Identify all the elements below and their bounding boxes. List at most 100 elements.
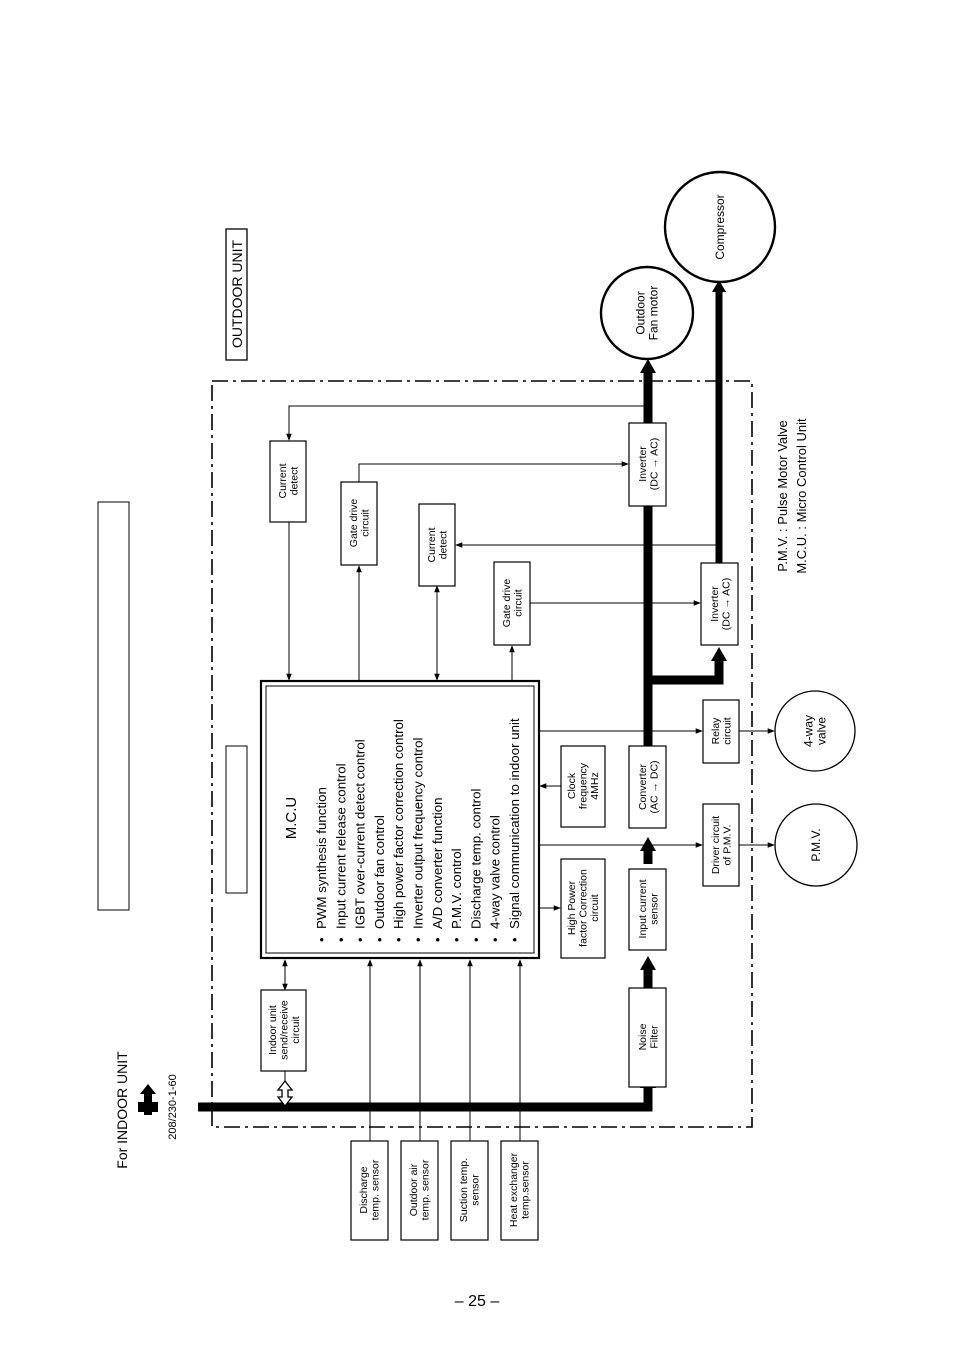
block-clock-line-2: 4MHz [589,772,601,799]
mcu-function-item: 4-way valve control [488,815,503,929]
sensor-0-line-1: temp. sensor [369,1159,381,1220]
mcu-box-outer [259,679,541,960]
mcu-bullet: • [411,937,426,942]
block-driver_pmv-line-0: Driver circuit [710,816,722,874]
mcu-function-item: Inverter output frequency control [411,738,426,929]
block-hpfc-line-1: factor Correction [578,869,590,947]
sensor-suction: Suction temp.sensor [450,1140,489,1241]
mcu-bullet: • [372,937,387,942]
device-four_way-line-0: 4-way [802,715,816,747]
main-power-line [198,290,724,1112]
block-current_detect_top-line-0: Current [277,463,289,498]
block-gate_drive_mid-line-1: circuit [512,589,524,617]
block-converter-line-1: (AC → DC) [648,760,660,813]
block-inverter_top-line-0: Inverter [637,446,649,482]
compressor: Compressor [663,170,777,284]
mcu-bullet: • [507,937,522,942]
signal-lines [282,405,775,1141]
blank-bar-short [225,745,248,894]
block-current_detect_mid-line-0: Current [426,527,438,562]
mcu-function-list: • PWM synthesis function • Input current re… [314,718,522,942]
block-indoor_send-line-0: Indoor unit [267,1005,279,1055]
sensor-1-line-1: temp. sensor [419,1159,431,1220]
mcu-bullet: • [430,937,445,942]
mcu-function-item: Outdoor fan control [372,815,387,929]
sensor-2-line-1: sensor [469,1174,481,1206]
sensor-0-line-0: Discharge [358,1166,370,1213]
mcu-bullet: • [314,937,329,942]
for-indoor-unit-label: For INDOOR UNIT [114,1051,130,1169]
device-compressor-line-0: Compressor [713,194,727,259]
mcu-bullet: • [449,937,464,942]
mcu-function-item: P.M.V. control [449,848,464,929]
block-converter: Converter(AC → DC) [628,745,667,829]
block-inverter-mid: Inverter(DC → AC) [700,562,739,646]
sensor-2-line-0: Suction temp. [458,1158,470,1222]
block-relay-line-1: circuit [721,717,733,745]
mcu-function-item: Discharge temp. control [468,789,483,929]
block-gate_drive_top-line-1: circuit [359,509,371,537]
mcu-bullet: • [333,937,348,942]
legend-pmv: P.M.V. : Pulse Motor Valve [775,420,790,572]
mcu-function-item: High power factor correction control [391,719,406,929]
block-clock-line-1: frequency [578,762,590,809]
mcu-bullet: • [353,937,368,942]
block-input_current-line-0: Input current [637,879,649,938]
outdoor-unit-boundary [211,380,753,1128]
block-indoor_send-line-1: send/receive [279,1000,291,1060]
block-current_detect_mid-line-1: detect [437,531,449,560]
send-receive-double-arrow [276,1079,294,1108]
block-relay-line-0: Relay [710,717,722,745]
block-hpfc-line-0: High Power [566,880,578,935]
outdoor-unit-label: OUTDOOR UNIT [229,240,245,349]
block-noise_filter-line-0: Noise [637,1023,649,1050]
blank-bar-long [97,501,130,911]
mcu-function-item: A/D converter function [430,797,445,929]
block-inverter_top-line-1: (DC → AC) [648,438,660,491]
mcu-function-item: PWM synthesis function [314,787,329,929]
block-driver_pmv-line-1: of P.M.V. [721,825,733,866]
legend-mcu: M.C.U. : Micro Control Unit [794,418,809,574]
block-current_detect_top-line-1: detect [288,467,300,496]
mcu-function-item: IGBT over-current detect control [353,739,368,929]
block-inverter_mid-line-0: Inverter [709,586,721,622]
mcu-bullet: • [488,937,503,942]
block-gate_drive_mid-line-0: Gate drive [501,579,513,628]
sensor-3-line-1: temp.sensor [519,1161,531,1219]
mcu-box-inner [265,685,535,954]
block-hpfc-line-2: circuit [589,894,601,922]
block-noise_filter-line-1: Filter [648,1025,660,1049]
page-number: – 25 – [454,1293,500,1310]
outdoor-unit-label-box [225,228,248,361]
doc-code: 208/230-1-60 [167,1074,179,1139]
block-clock-line-0: Clock [566,772,578,799]
block-gate_drive_top-line-0: Gate drive [348,499,360,548]
device-four_way-line-1: valve [815,717,829,745]
sensor-3-line-0: Heat exchanger [508,1152,520,1227]
device-fan_motor-line-0: Outdoor [634,291,648,334]
sensor-1-line-0: Outdoor air [408,1163,420,1216]
mcu-title: M.C.U [283,797,300,840]
mcu-bullet: • [391,937,406,942]
device-fan_motor-line-1: Fan motor [647,286,661,341]
block-inverter_mid-line-1: (DC → AC) [720,578,732,631]
mcu-function-item: Input current release control [333,763,348,929]
mcu-bullet: • [468,937,483,942]
pmv-valve: P.M.V. [774,803,858,887]
